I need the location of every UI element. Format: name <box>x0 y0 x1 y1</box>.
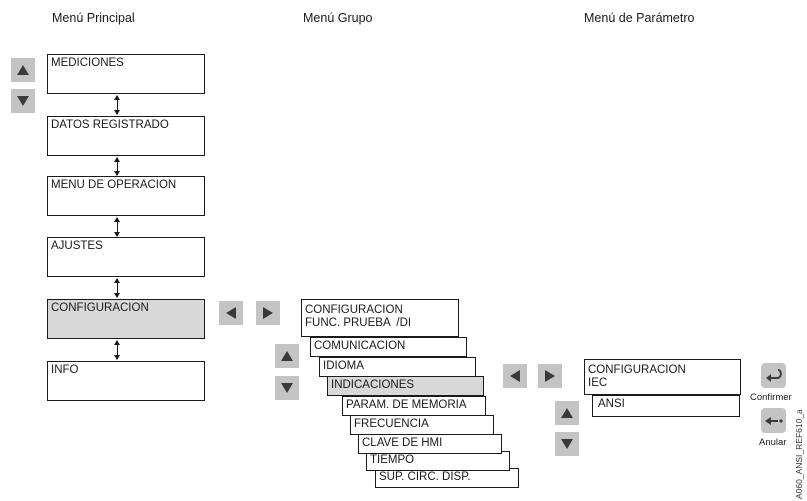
confirm-button[interactable] <box>761 363 786 388</box>
down-button[interactable] <box>11 89 35 113</box>
main-menu-item-configuracion[interactable]: CONFIGURACION <box>47 299 205 339</box>
param-up-button[interactable] <box>555 401 579 425</box>
main-menu-item-info[interactable]: INFO <box>47 361 205 401</box>
left-arrow-icon <box>510 370 520 382</box>
param-down-button[interactable] <box>555 432 579 456</box>
param-menu-title-box: CONFIGURACION IEC <box>584 359 741 395</box>
main-menu-item-ajustes[interactable]: AJUSTES <box>47 237 205 277</box>
enter-icon <box>765 368 782 382</box>
group-menu-item-comunicacion[interactable]: COMUNICACION <box>310 337 467 357</box>
group-menu-item-tiempo[interactable]: TIEMPO <box>366 451 510 471</box>
up-button[interactable] <box>11 58 35 82</box>
param-left-button[interactable] <box>503 364 527 388</box>
main-menu-item-datos-registrado[interactable]: DATOS REGISTRADO <box>47 116 205 156</box>
figure-id: A060_ANSI_REF610_a <box>794 409 804 499</box>
down-arrow-icon <box>281 383 293 393</box>
cancel-icon <box>764 416 783 425</box>
right-arrow-icon <box>545 370 555 382</box>
group-menu-title: CONFIGURACION <box>305 304 403 316</box>
down-arrow-icon <box>561 439 573 449</box>
group-down-button[interactable] <box>275 376 299 400</box>
confirm-label: Confirmer <box>750 392 792 403</box>
group-menu-item-indicaciones[interactable]: INDICACIONES <box>327 376 484 396</box>
down-arrow-icon <box>17 96 29 106</box>
up-arrow-icon <box>281 351 293 361</box>
main-menu-item-menu-de-operacion[interactable]: MENU DE OPERACION <box>47 176 205 216</box>
param-right-button[interactable] <box>538 364 562 388</box>
header-group-menu: Menú Grupo <box>303 11 373 25</box>
group-up-button[interactable] <box>275 344 299 368</box>
cancel-button[interactable] <box>761 408 786 433</box>
group-menu-item-param-de-memoria[interactable]: PARAM. DE MEMORIA <box>342 396 486 416</box>
left-arrow-icon <box>226 307 236 319</box>
group-menu-title-box: CONFIGURACION FUNC. PRUEBA /DI <box>301 299 459 337</box>
right-arrow-icon <box>263 307 273 319</box>
param-menu-item-iec[interactable]: IEC <box>588 377 608 389</box>
right-button[interactable] <box>256 301 280 325</box>
group-menu-item-sup-circ-disp[interactable]: SUP. CIRC. DISP. <box>375 468 519 488</box>
up-arrow-icon <box>561 408 573 418</box>
main-menu-item-mediciones[interactable]: MEDICIONES <box>47 54 205 94</box>
cancel-label: Anular <box>759 437 787 448</box>
header-main-menu: Menú Principal <box>52 11 135 25</box>
left-button[interactable] <box>219 301 243 325</box>
group-menu-item-frecuencia[interactable]: FRECUENCIA <box>350 415 494 435</box>
group-menu-item-func-prueba-di[interactable]: FUNC. PRUEBA /DI <box>305 317 412 329</box>
param-menu-title: CONFIGURACION <box>588 364 686 376</box>
group-menu-item-idioma[interactable]: IDIOMA <box>319 357 476 377</box>
group-menu-item-clave-de-hmi[interactable]: CLAVE DE HMI <box>358 434 502 454</box>
up-arrow-icon <box>17 65 29 75</box>
header-parameter-menu: Menú de Parámetro <box>584 11 695 25</box>
param-menu-item-ansi[interactable]: ANSI <box>592 395 740 417</box>
param-ansi-label: ANSI <box>598 398 625 410</box>
